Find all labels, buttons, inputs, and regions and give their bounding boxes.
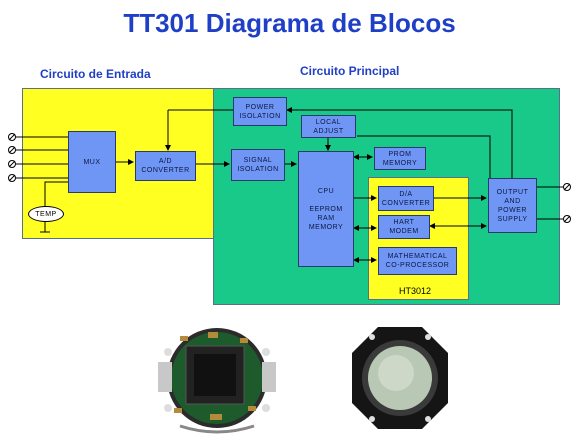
local-adjust-block: LOCAL ADJUST	[301, 115, 356, 138]
temp-sensor: TEMP	[28, 206, 64, 222]
sensor-housing-photo	[352, 327, 448, 429]
da-converter-block: D/A CONVERTER	[378, 186, 434, 211]
math-coprocessor-block: MATHEMATICAL CO-PROCESSOR	[378, 247, 457, 275]
signal-isolation-block: SIGNAL ISOLATION	[231, 149, 285, 181]
power-isolation-block: POWER ISOLATION	[233, 97, 287, 126]
page-title: TT301 Diagrama de Blocos	[123, 8, 456, 38]
hart-modem-block: HART MODEM	[378, 215, 430, 239]
circuit-board-photo	[158, 328, 276, 434]
mux-block: MUX	[68, 131, 116, 193]
main-circuit-label: Circuito Principal	[300, 64, 400, 78]
output-power-supply-block: OUTPUT AND POWER SUPPLY	[488, 178, 537, 233]
prom-memory-block: PROM MEMORY	[374, 147, 426, 170]
cpu-memory-block: CPU EEPROM RAM MEMORY	[298, 151, 354, 267]
ht3012-label: HT3012	[399, 286, 432, 296]
ad-converter-block: A/D CONVERTER	[135, 151, 196, 181]
input-circuit-label: Circuito de Entrada	[40, 67, 151, 81]
